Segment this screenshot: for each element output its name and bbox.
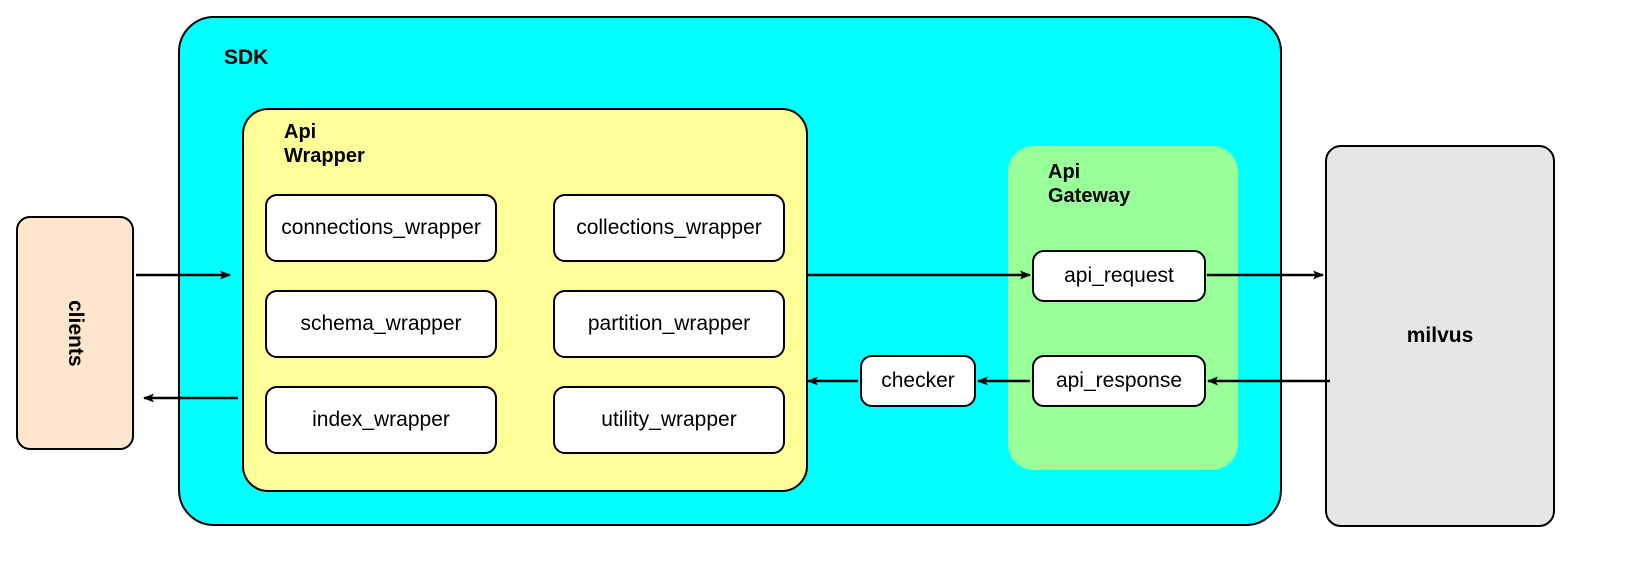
node-index-wrapper[interactable]: index_wrapper xyxy=(265,386,497,454)
sdk-label: SDK xyxy=(224,46,269,69)
node-clients[interactable]: clients xyxy=(16,216,134,450)
node-checker[interactable]: checker xyxy=(860,355,976,407)
node-label: milvus xyxy=(1406,324,1474,347)
api-gateway-label: Api Gateway xyxy=(1048,161,1131,207)
node-connections-wrapper[interactable]: connections_wrapper xyxy=(265,194,497,262)
node-utility-wrapper[interactable]: utility_wrapper xyxy=(553,386,785,454)
node-label: api_request xyxy=(1064,264,1174,287)
node-api-request[interactable]: api_request xyxy=(1032,250,1206,302)
api-wrapper-label: Api Wrapper xyxy=(284,121,365,167)
node-label: collections_wrapper xyxy=(576,216,762,239)
node-label: clients xyxy=(64,299,87,367)
node-label: index_wrapper xyxy=(312,408,450,431)
api-gateway-container: Api Gateway xyxy=(1008,146,1238,470)
node-schema-wrapper[interactable]: schema_wrapper xyxy=(265,290,497,358)
node-label: utility_wrapper xyxy=(601,408,737,431)
node-collections-wrapper[interactable]: collections_wrapper xyxy=(553,194,785,262)
node-label: connections_wrapper xyxy=(281,216,481,239)
node-milvus[interactable]: milvus xyxy=(1325,145,1555,527)
node-label: schema_wrapper xyxy=(300,312,462,335)
node-partition-wrapper[interactable]: partition_wrapper xyxy=(553,290,785,358)
node-label: checker xyxy=(881,369,955,392)
node-api-response[interactable]: api_response xyxy=(1032,355,1206,407)
node-label: api_response xyxy=(1055,369,1183,392)
node-label: partition_wrapper xyxy=(587,312,751,335)
